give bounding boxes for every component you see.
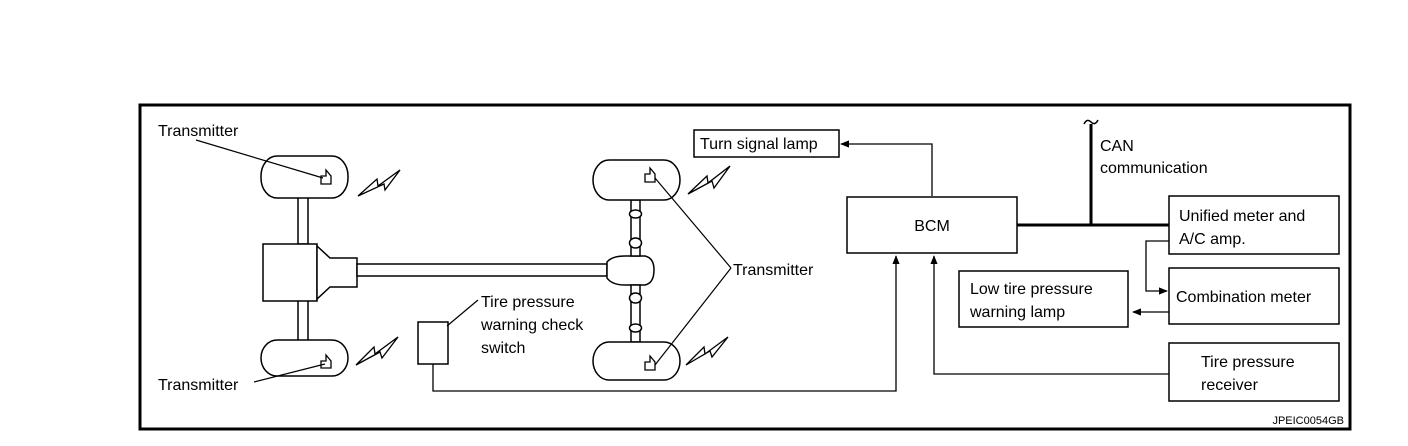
low-tire-warning-lamp-box [958, 270, 1129, 328]
check-switch-label-line: Tire pressure [481, 294, 575, 311]
radio-signal-icon [357, 169, 401, 197]
tire-front-left [260, 155, 349, 199]
low-tire-label-line: warning lamp [969, 304, 1065, 321]
low-tire-label-line: Low tire pressure [970, 281, 1093, 298]
check-switch-label-line: switch [481, 340, 525, 357]
combination-meter-label: Combination meter [1176, 289, 1312, 306]
unified-meter-label-line: Unified meter and [1179, 208, 1305, 225]
transmitter-label: Transmitter [733, 262, 814, 279]
check-switch-label: Tire pressure warning check switch [480, 294, 588, 357]
diagram-frame [138, 103, 1352, 431]
tire-front-right [260, 339, 349, 377]
can-bus [1017, 119, 1169, 227]
engine-block [262, 243, 318, 302]
propeller-shaft [356, 263, 608, 277]
tire-pressure-receiver-box [1168, 342, 1340, 402]
leader-line [195, 139, 324, 179]
receiver-label-line: Tire pressure [1201, 354, 1295, 371]
rear-differential [606, 255, 655, 286]
unified-to-combination-wire [1145, 240, 1169, 295]
figure-code: JPEIC0054GB [1272, 415, 1344, 427]
bcm-to-turn-signal-wire [840, 140, 933, 196]
rear-axle-bottom [628, 284, 643, 343]
tire-rear-left [592, 159, 681, 201]
unified-meter-ac-amp-box [1168, 195, 1340, 255]
unified-meter-label-line: A/C amp. [1179, 231, 1246, 248]
tire-rear-right [592, 341, 681, 381]
radio-signal-icon [685, 336, 729, 366]
radio-signal-icon [355, 336, 399, 366]
can-label-line: communication [1100, 160, 1208, 177]
can-label-line: CAN [1100, 138, 1134, 155]
rear-axle-top [628, 199, 643, 257]
switch-to-bcm-wire [432, 255, 900, 392]
leader-line [654, 267, 732, 366]
receiver-label-line: receiver [1201, 377, 1259, 394]
can-communication-label: CAN communication [1100, 138, 1208, 177]
tire-pressure-receiver-label: Tire pressure receiver [1201, 354, 1299, 394]
vehicle-chassis [262, 195, 655, 343]
unified-meter-label: Unified meter and A/C amp. [1179, 208, 1310, 248]
check-switch-label-line: warning check [480, 317, 584, 334]
transmitter-label: Transmitter [158, 377, 239, 394]
low-tire-warning-lamp-label: Low tire pressure warning lamp [969, 281, 1097, 321]
leader-line [446, 299, 479, 327]
bcm-label: BCM [914, 218, 950, 235]
combination-meter-box [1168, 267, 1340, 325]
receiver-to-bcm-wire [930, 255, 1169, 375]
transmitter-label: Transmitter [158, 123, 239, 140]
leader-line [654, 177, 732, 269]
radio-signal-icon [687, 165, 731, 195]
turn-signal-lamp-box [693, 129, 840, 158]
leader-line [253, 363, 326, 383]
turn-signal-lamp-label: Turn signal lamp [700, 136, 818, 153]
check-switch-box [417, 321, 449, 365]
